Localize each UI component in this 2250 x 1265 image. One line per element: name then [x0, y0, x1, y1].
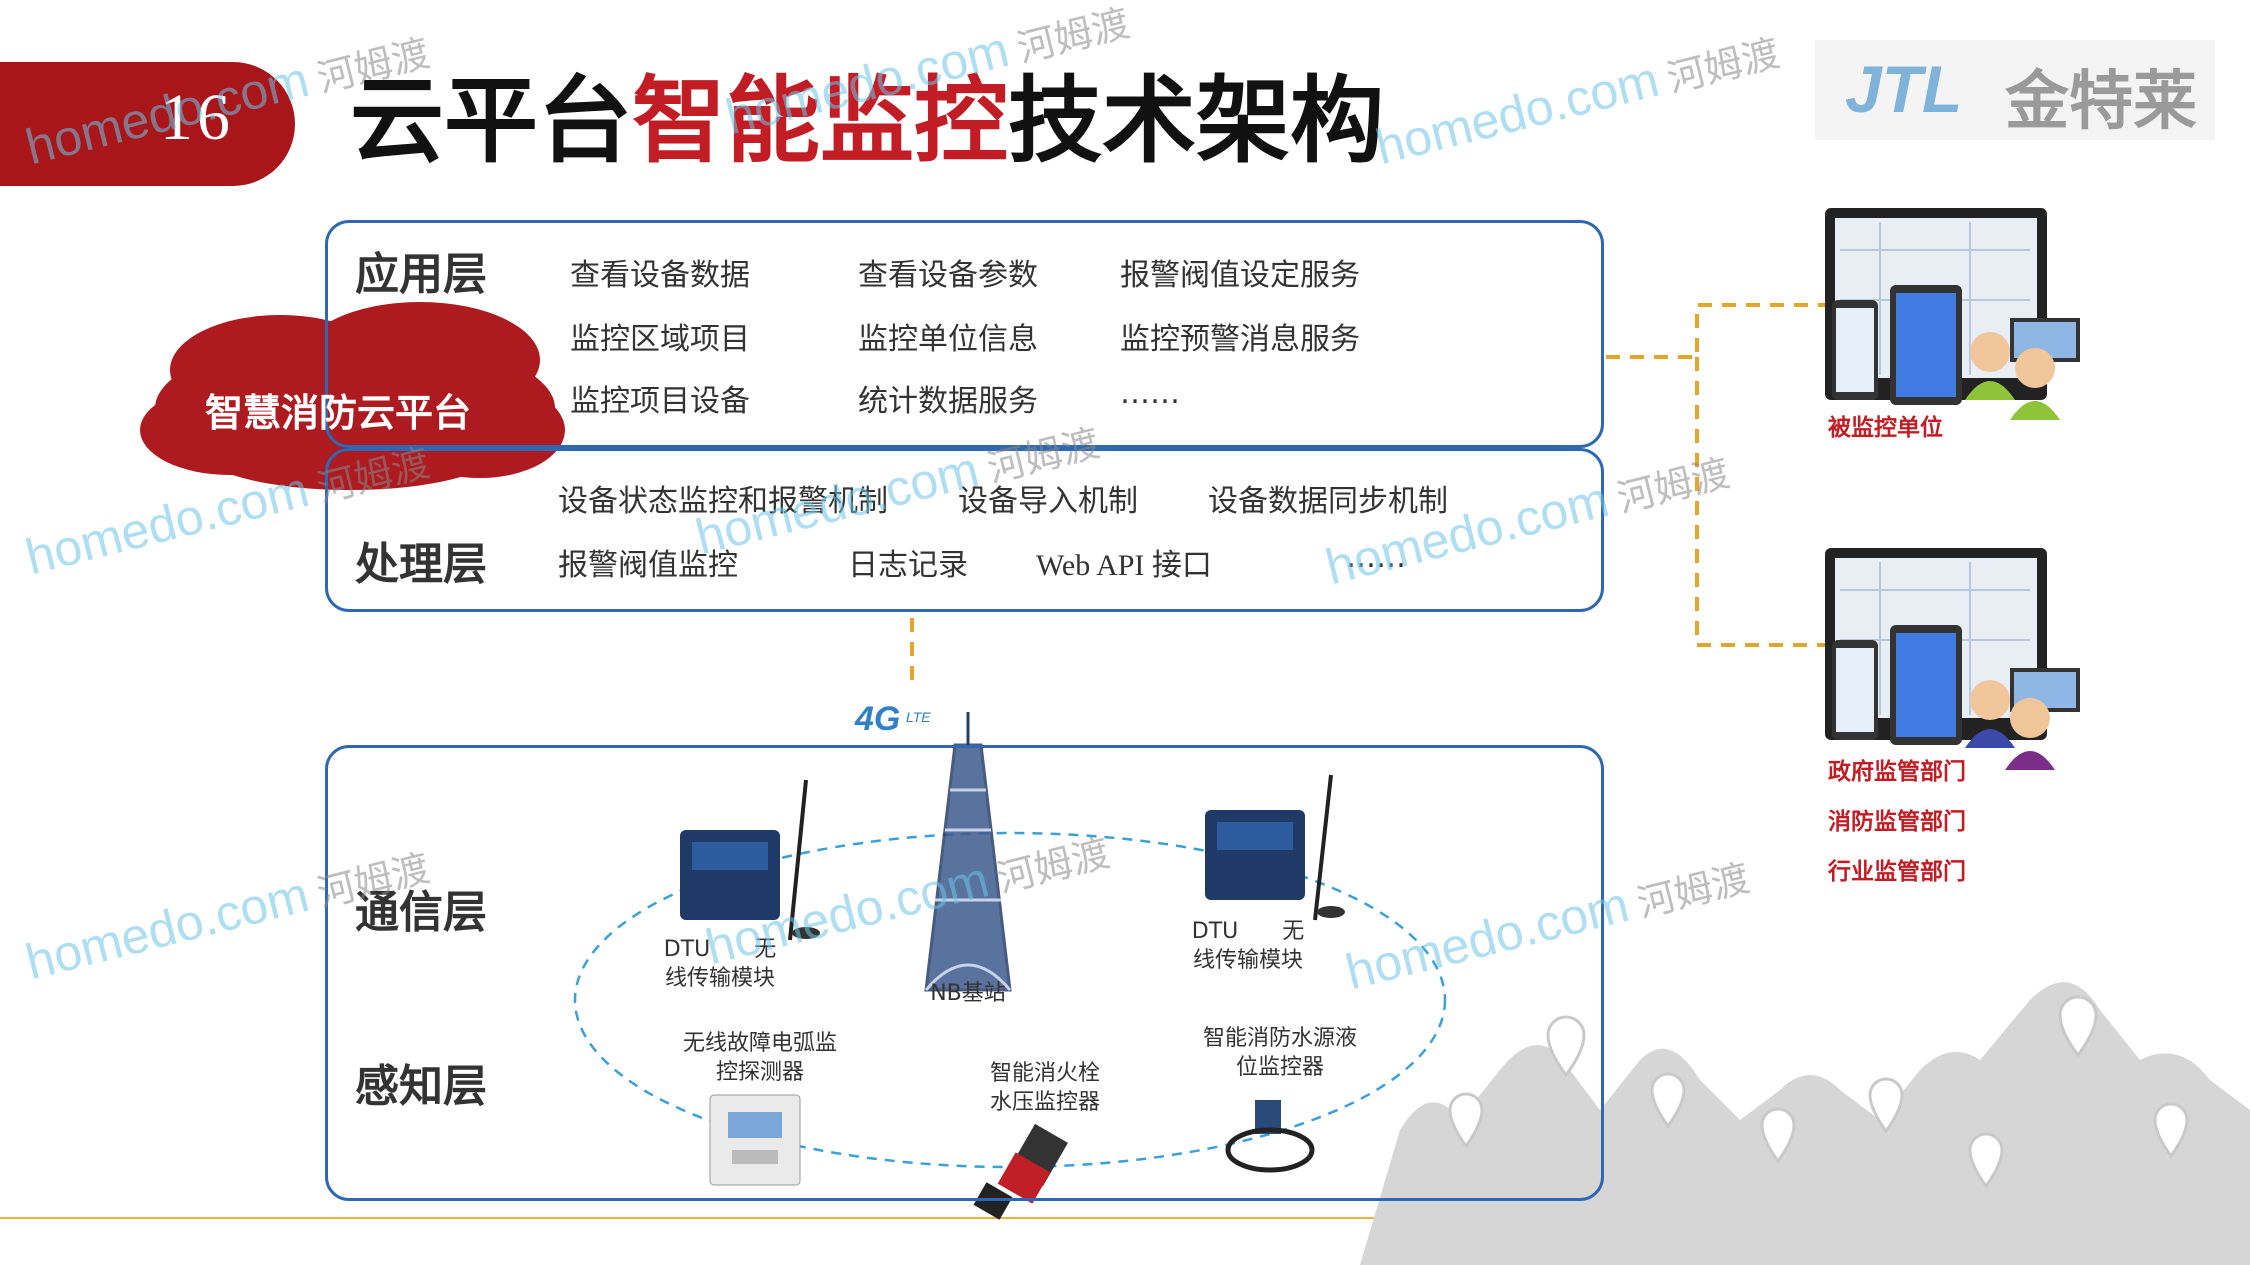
app-item: 监控区域项目 — [570, 322, 750, 357]
perception-layer-label: 感知层 — [355, 1061, 487, 1112]
dtu-device-icon — [1205, 774, 1345, 921]
app-item: 查看设备数据 — [570, 258, 750, 293]
user-group-icon — [1965, 668, 2080, 770]
application-layer-label: 应用层 — [355, 249, 487, 300]
app-item: 监控单位信息 — [858, 322, 1038, 357]
proc-item: 设备状态监控和报警机制 — [558, 484, 888, 519]
dtu-device-icon — [680, 779, 820, 941]
hydrant-monitor-label: 智能消火栓水压监控器 — [989, 1061, 1100, 1115]
page-title: 云平台智能监控技术架构 — [350, 67, 1385, 176]
tablet-icon — [1890, 285, 1962, 405]
department-label: 政府监管部门 — [1828, 759, 1966, 785]
arc-detector-icon — [709, 1094, 801, 1186]
processing-layer-label: 处理层 — [355, 539, 487, 590]
svg-text:JTL: JTL — [1845, 52, 1962, 126]
communication-layer-box — [325, 745, 1604, 1201]
proc-item: 设备导入机制 — [958, 484, 1138, 519]
monitored-unit-label: 被监控单位 — [1828, 415, 1943, 441]
proc-item: 报警阀值监控 — [558, 548, 738, 583]
dtu-right-label: DTU 无线传输模块 — [1191, 919, 1305, 973]
water-level-monitor-label: 智能消防水源液位监控器 — [1202, 1026, 1357, 1080]
pressure-sensor-icon — [973, 1123, 1068, 1220]
logo-icon: JTL — [1815, 40, 2215, 140]
lte-icon: 4G — [854, 700, 900, 738]
phone-icon — [1832, 300, 1878, 400]
proc-item: Web API 接口 — [1036, 549, 1212, 582]
proc-item: …… — [1346, 540, 1406, 575]
department-label: 消防监管部门 — [1828, 809, 1966, 835]
title-highlight: 智能监控 — [632, 67, 1009, 176]
dashed-connectors — [910, 303, 1825, 690]
proc-item: 日志记录 — [848, 548, 968, 583]
cloud-shape — [140, 302, 565, 490]
nb-station-label: NB基站 — [930, 981, 1006, 1006]
slide-number: 16 — [160, 81, 234, 154]
app-item: 报警阀值设定服务 — [1120, 258, 1360, 293]
user-group-icon — [1965, 318, 2080, 420]
app-item: …… — [1120, 376, 1180, 411]
network-ellipse — [573, 831, 1447, 1169]
svg-text:LTE: LTE — [906, 709, 931, 725]
processing-layer-box — [325, 448, 1604, 612]
dtu-left-label: DTU 无线传输模块 — [663, 937, 777, 991]
map-pin-icon — [1448, 995, 2189, 1189]
arc-detector-label: 无线故障电弧监控探测器 — [682, 1031, 837, 1085]
tablet-icon — [1890, 625, 1962, 745]
cloud-platform-label: 智慧消防云平台 — [205, 391, 472, 435]
proc-item: 设备数据同步机制 — [1208, 484, 1448, 519]
slide-number-badge — [0, 62, 295, 186]
application-layer-box — [325, 220, 1604, 448]
app-item: 查看设备参数 — [858, 258, 1038, 293]
communication-layer-label: 通信层 — [355, 887, 487, 938]
logo-text: 金特莱 — [2005, 65, 2197, 139]
app-item: 监控项目设备 — [570, 384, 750, 419]
water-level-sensor-icon — [1225, 1100, 1315, 1173]
app-item: 统计数据服务 — [858, 384, 1038, 419]
app-item: 监控预警消息服务 — [1120, 322, 1360, 357]
department-label: 行业监管部门 — [1828, 859, 1966, 885]
phone-icon — [1832, 640, 1878, 740]
